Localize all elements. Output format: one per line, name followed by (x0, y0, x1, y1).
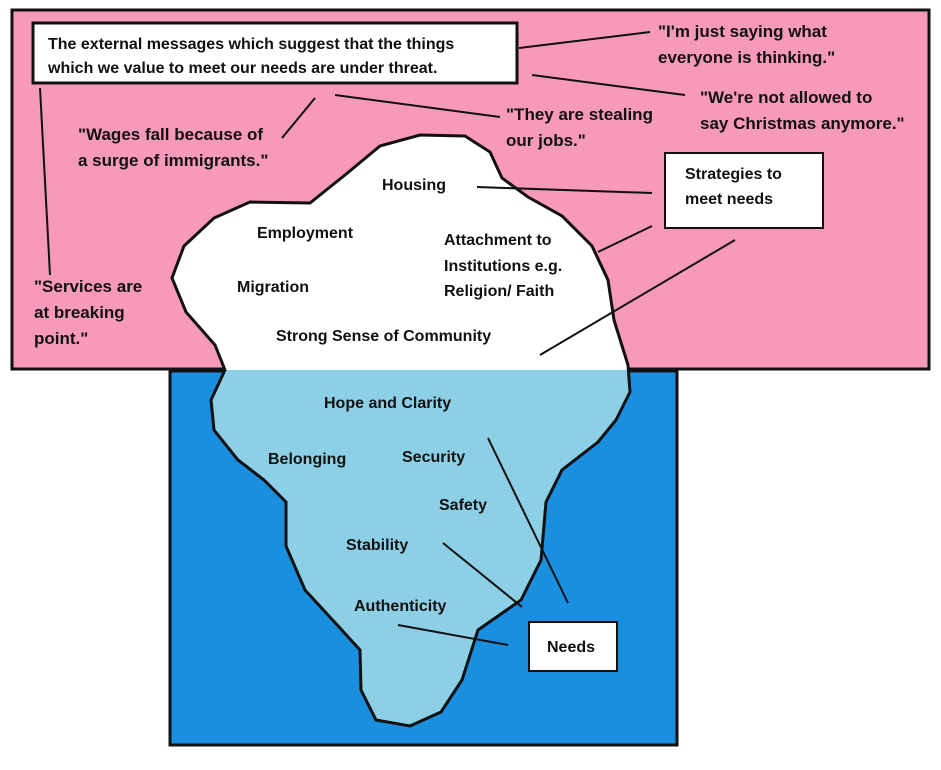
need-stability: Stability (346, 537, 408, 554)
quote-services-line1: "Services are (34, 277, 142, 296)
need-safety: Safety (439, 497, 487, 514)
quote-jobs-line1: "They are stealing (506, 105, 653, 124)
external-messages-line1: The external messages which suggest that… (48, 36, 454, 53)
quote-services-line3: point." (34, 329, 88, 348)
need-security: Security (402, 449, 465, 466)
quote-christmas-line2: say Christmas anymore." (700, 114, 905, 133)
quote-wages-line2: a surge of immigrants." (78, 151, 268, 170)
quote-just-saying-line2: everyone is thinking." (658, 48, 835, 67)
quote-just-saying-line1: "I'm just saying what (658, 22, 827, 41)
quote-christmas-line1: "We're not allowed to (700, 88, 872, 107)
strategy-employment: Employment (257, 225, 354, 242)
need-belonging: Belonging (268, 451, 346, 468)
strategy-attachment-line1: Attachment to (444, 232, 552, 249)
strategies-label-line2: meet needs (685, 191, 773, 208)
quote-jobs-line2: our jobs." (506, 131, 586, 150)
external-messages-box (31, 21, 519, 85)
need-authenticity: Authenticity (354, 598, 447, 615)
needs-box (528, 621, 618, 672)
iceberg-underwater (209, 370, 632, 728)
quote-services-line2: at breaking (34, 303, 125, 322)
external-messages-line2: which we value to meet our needs are und… (47, 60, 437, 77)
needs-label: Needs (547, 639, 595, 656)
strategy-attachment-line2: Institutions e.g. (444, 258, 562, 275)
strategy-migration: Migration (237, 279, 309, 296)
strategies-label-line1: Strategies to (685, 166, 782, 183)
strategy-housing: Housing (382, 177, 446, 194)
strategy-attachment-line3: Religion/ Faith (444, 283, 554, 300)
iceberg-top (170, 133, 630, 370)
connector-lines (39, 31, 736, 646)
strategies-box (664, 152, 824, 229)
strategy-community: Strong Sense of Community (276, 328, 491, 345)
need-hope-clarity: Hope and Clarity (324, 395, 451, 412)
quote-wages-line1: "Wages fall because of (78, 125, 263, 144)
